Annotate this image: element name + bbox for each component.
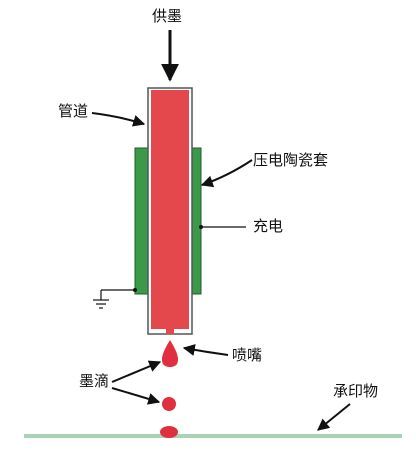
pipe-ink [151, 90, 189, 329]
piezo-arrow [200, 159, 253, 188]
substrate-line [24, 434, 402, 438]
label-ink-drop: 墨滴 [79, 372, 110, 390]
nozzle-tip [166, 329, 174, 334]
ink-drop-3 [160, 426, 178, 438]
label-nozzle: 喷嘴 [232, 346, 263, 364]
ink-drop-arrow-1 [111, 360, 162, 383]
label-charge: 充电 [253, 217, 284, 235]
nozzle-arrow [182, 344, 229, 356]
pipe-arrow [91, 112, 146, 127]
label-ink-supply: 供墨 [152, 7, 183, 25]
label-piezo-sleeve: 压电陶瓷套 [253, 151, 329, 169]
ink-drop-1 [161, 340, 179, 367]
ground-dot [133, 288, 137, 292]
label-substrate: 承印物 [333, 382, 379, 400]
substrate-arrow [317, 403, 351, 431]
ground-icon [93, 289, 135, 309]
label-pipe: 管道 [58, 102, 89, 120]
ink-drop-2 [162, 397, 176, 411]
charge-dot [199, 225, 203, 229]
ink-drop-arrow-2 [111, 387, 161, 405]
